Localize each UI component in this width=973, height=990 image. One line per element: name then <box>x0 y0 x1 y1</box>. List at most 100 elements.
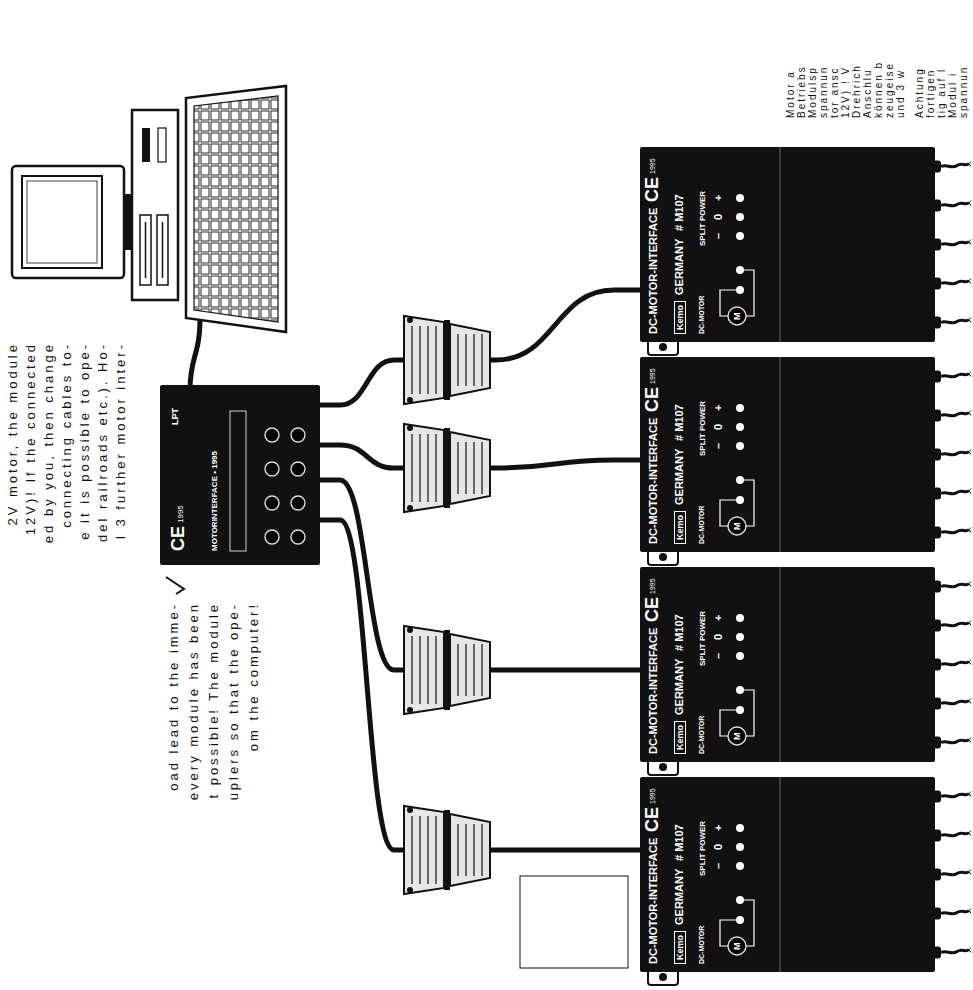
motor-interface-module: DC-MOTOR-INTERFACECE1995KemoGERMANY# M10… <box>640 357 935 552</box>
text-fragment: Betriebs <box>796 65 807 118</box>
housing-detail <box>720 710 736 736</box>
text-fragment: connecting cables to- <box>59 342 74 528</box>
housing-detail <box>736 232 744 240</box>
text-fragment: del railroads etc.). Ho- <box>95 342 110 542</box>
hub-label: MOTORINTERFACE • 1995 <box>210 451 219 551</box>
text-fragment: spannun <box>958 66 969 118</box>
module-label: 0 <box>712 634 725 640</box>
computer-cable <box>190 318 200 390</box>
housing-detail <box>780 357 781 552</box>
housing-detail <box>736 896 744 904</box>
housing-detail <box>736 706 744 714</box>
module-label: + <box>712 405 725 411</box>
housing-detail <box>744 690 754 736</box>
module-label: Kemo <box>674 511 686 544</box>
drive-light <box>158 128 166 162</box>
keyboard-keys <box>194 96 278 322</box>
housing-detail <box>728 937 746 955</box>
module-label: DC-MOTOR-INTERFACE <box>647 838 660 964</box>
module-label: DC-MOTOR-INTERFACE <box>647 418 660 544</box>
housing-detail <box>736 843 744 851</box>
system-unit <box>132 110 178 300</box>
text-fragment: Anschlu <box>862 68 873 118</box>
plug-connectors <box>404 316 490 894</box>
module-label: M <box>732 523 742 531</box>
text-fragment: können b <box>873 61 884 118</box>
motor-interface-module: DC-MOTOR-INTERFACECE1995KemoGERMANY# M10… <box>640 567 935 762</box>
monitor <box>12 166 124 278</box>
motor-interface-module: DC-MOTOR-INTERFACECE1995KemoGERMANY# M10… <box>640 147 935 342</box>
text-fragment: Drehrich <box>851 64 862 118</box>
drive-light <box>142 128 150 162</box>
housing-detail <box>736 633 744 641</box>
housing-detail <box>736 423 744 431</box>
housing-detail <box>728 727 746 745</box>
text-fragment: om the computer! <box>246 602 261 751</box>
module-label: 0 <box>712 844 725 850</box>
housing <box>640 567 935 762</box>
cable <box>320 520 640 850</box>
text-fragment: every module has been <box>186 602 201 800</box>
housing-detail <box>780 567 781 762</box>
housing-detail <box>265 530 279 544</box>
check-mark <box>166 577 184 594</box>
housing-detail <box>736 686 744 694</box>
housing-detail <box>291 496 305 510</box>
module-label: 1995 <box>649 578 657 594</box>
text-fragment: e it is possible to ope- <box>77 342 92 540</box>
text-fragment: t possible! The module <box>206 602 221 799</box>
module-label: – <box>712 443 725 449</box>
housing-detail <box>720 500 736 526</box>
module-label: DC-MOTOR <box>698 506 706 544</box>
sub-d-connector <box>404 424 490 512</box>
module-label: + <box>712 615 725 621</box>
module-label: – <box>712 233 725 239</box>
module-label: 1995 <box>649 158 657 174</box>
module-label: SPLIT POWER <box>698 401 707 456</box>
module-label: SPLIT POWER <box>698 611 707 666</box>
module-label: + <box>712 195 725 201</box>
text-fragment: zeugeise <box>884 62 895 118</box>
cable <box>320 290 640 405</box>
module-label: CE <box>642 597 663 622</box>
motor-interface-module: DC-MOTOR-INTERFACECE1995KemoGERMANY# M10… <box>640 777 935 972</box>
housing-detail <box>736 824 744 832</box>
module-label: # M107 <box>673 404 686 441</box>
housing-detail <box>736 286 744 294</box>
text-fragment: l 3 further motor inter- <box>113 342 128 539</box>
drive-slot <box>146 222 163 278</box>
module-label: 0 <box>712 424 725 430</box>
keyboard <box>186 86 286 332</box>
sub-d-connector <box>404 806 490 894</box>
housing <box>640 357 935 552</box>
text-fragment: und 3 w <box>895 69 906 118</box>
housing-detail <box>265 462 279 476</box>
housing <box>640 147 935 342</box>
module-label: M <box>732 733 742 741</box>
text-fragment: fortigen <box>925 69 936 118</box>
hub-label: 1995 <box>176 505 185 523</box>
module-label: M <box>732 943 742 951</box>
text-fragment: Modulsp <box>807 66 818 118</box>
module-label: DC-MOTOR <box>698 716 706 754</box>
housing-detail <box>736 862 744 870</box>
module-label: + <box>712 825 725 831</box>
text-fragment: ed by you, then change <box>41 342 56 543</box>
module-label: GERMANY <box>673 659 686 715</box>
text-fragment: tig auf l <box>936 68 947 118</box>
housing-detail <box>736 213 744 221</box>
screen-inner <box>27 181 97 263</box>
text-fragment: oad lead to the imme- <box>166 602 181 791</box>
housing-detail <box>291 530 305 544</box>
housing-detail <box>780 777 781 972</box>
module-label: DC-MOTOR-INTERFACE <box>647 628 660 754</box>
text-fragment: spannun <box>818 66 829 118</box>
hub-label: LPT <box>170 408 180 425</box>
module-label: # M107 <box>673 824 686 861</box>
housing-detail <box>736 496 744 504</box>
module-label: Kemo <box>674 931 686 964</box>
module-label: DC-MOTOR <box>698 926 706 964</box>
module-label: DC-MOTOR <box>698 296 706 334</box>
module-label: CE <box>642 387 663 412</box>
housing-detail <box>744 900 754 946</box>
